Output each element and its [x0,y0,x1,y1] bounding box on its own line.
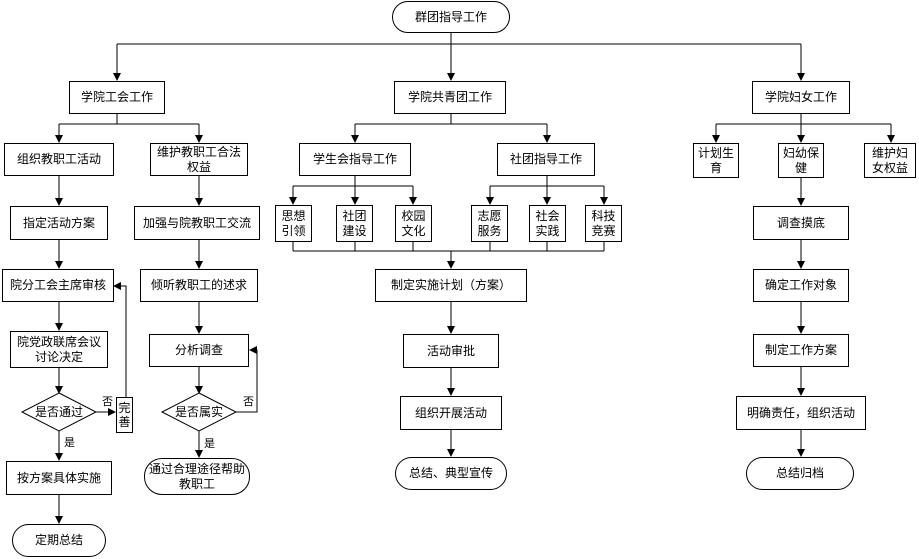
node-campus-culture: 校园文化 [395,205,432,242]
node-help-staff: 通过合理途径帮助教职工 [144,458,250,495]
node-union: 学院工会工作 [69,81,165,114]
node-work-plan: 制定工作方案 [753,334,849,367]
node-club-building: 社团建设 [336,205,373,242]
decision-diamond-approved [20,392,98,432]
node-determine-targets: 确定工作对象 [753,269,849,302]
node-tech-competition: 科技竞赛 [585,205,622,242]
node-survey: 调查摸底 [753,206,849,240]
node-periodic-summary: 定期总结 [12,524,106,557]
edge-label-no-approved: 否 [102,395,113,408]
edge-label-no-verified: 否 [243,395,254,408]
node-organize-staff-activities: 组织教职工活动 [4,143,114,176]
node-chairman-review: 院分工会主席审核 [2,269,114,302]
node-summary-archive: 总结归档 [746,457,854,490]
node-specify-activity-plan: 指定活动方案 [10,206,108,240]
edge-label-yes-verified: 是 [204,437,215,450]
node-strengthen-communication: 加强与院教职工交流 [134,206,260,240]
node-summary-publicity: 总结、典型宣传 [395,457,507,490]
edge-label-yes-approved: 是 [64,436,75,449]
node-carry-out-activities: 组织开展活动 [400,396,502,430]
node-activity-approval: 活动审批 [403,334,499,368]
node-volunteer-service: 志愿服务 [471,205,508,242]
node-club-guidance: 社团指导工作 [497,143,595,176]
node-social-practice: 社会实践 [529,205,566,242]
decision-diamond-verified [160,392,238,432]
decision-verified-text: 是否属实 [175,404,223,419]
node-maternal-child-health: 妇幼保健 [778,143,824,178]
node-protect-staff-rights: 维护教职工合法权益 [150,143,248,176]
node-women: 学院妇女工作 [752,81,850,114]
node-student-union-guidance: 学生会指导工作 [299,143,411,176]
node-joint-meeting-decision: 院党政联席会议讨论决定 [10,331,108,368]
node-implement-plan: 按方案具体实施 [6,461,112,495]
node-women-rights: 维护妇女权益 [864,143,916,178]
node-ideological-guidance: 思想引领 [275,205,312,242]
node-analyze-investigate: 分析调查 [149,334,249,367]
node-family-planning: 计划生育 [693,143,739,178]
decision-approved-text: 是否通过 [35,405,83,419]
node-root: 群团指导工作 [392,1,510,33]
node-implementation-plan: 制定实施计划（方案） [375,269,527,302]
node-assign-responsibility: 明确责任，组织活动 [736,396,866,430]
node-improve: 完善 [116,397,133,433]
node-league: 学院共青团工作 [394,81,506,114]
node-listen-to-demands: 倾听教职工的述求 [140,269,258,302]
